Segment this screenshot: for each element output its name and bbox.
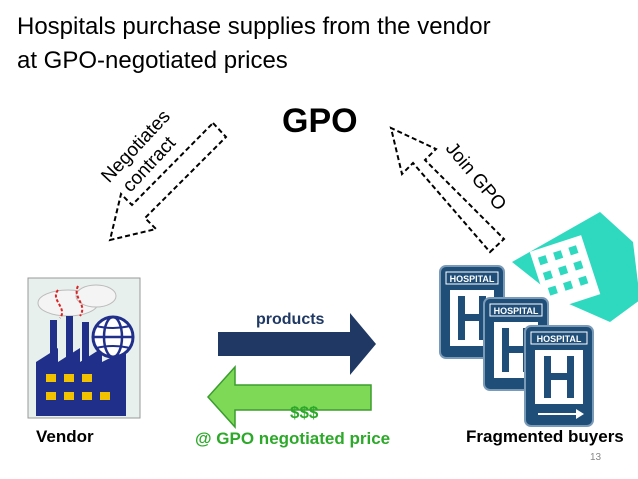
products-arrow [218, 313, 376, 375]
slide-number: 13 [590, 452, 602, 463]
negotiates-arrow [108, 121, 228, 242]
buyers-label: Fragmented buyers [466, 427, 624, 446]
money-arrow [206, 365, 372, 429]
join-gpo-arrow [389, 126, 506, 254]
vendor-label: Vendor [36, 427, 94, 446]
hospital-sign-3-text: HOSPITAL [537, 334, 582, 344]
hospital-sign-3 [524, 325, 594, 427]
price-label: @ GPO negotiated price [195, 429, 391, 448]
title-line-2: at GPO-negotiated prices [17, 47, 288, 74]
hospital-sign-2-text: HOSPITAL [494, 306, 539, 316]
gpo-label: GPO [282, 102, 358, 140]
products-label: products [256, 311, 325, 328]
hospital-sign-texts: HOSPITAL HOSPITAL HOSPITAL [450, 274, 582, 344]
globe-icon [91, 315, 135, 359]
slide-title: Hospitals purchase supplies from the ven… [17, 10, 617, 78]
hospital-sign-1-text: HOSPITAL [450, 274, 495, 284]
hospital-building-icon [512, 212, 638, 322]
money-label: $$$ [290, 403, 319, 422]
title-line-1: Hospitals purchase supplies from the ven… [17, 13, 491, 40]
